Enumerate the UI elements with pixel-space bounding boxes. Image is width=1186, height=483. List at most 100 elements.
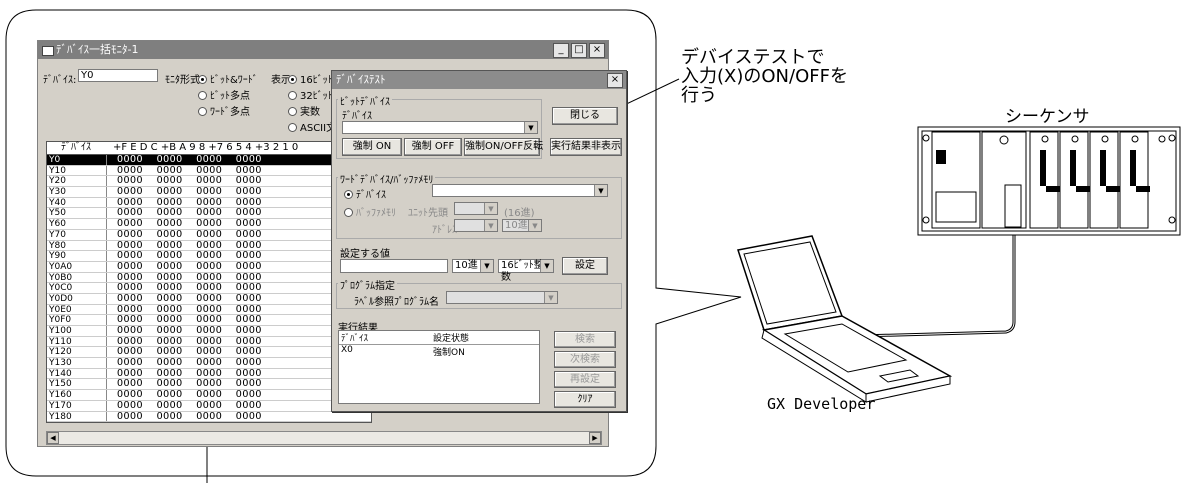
row-bits: OOOO OOOO OOOO OOOO: [117, 314, 262, 326]
clear-button[interactable]: ｸﾘｱ: [554, 391, 616, 408]
chevron-down-icon[interactable]: ▼: [528, 220, 541, 231]
format-radio-bit-multi[interactable]: ﾋﾞｯﾄ多点: [198, 87, 250, 102]
display-radio-16bit[interactable]: 16ﾋﾞｯﾄ整: [288, 71, 343, 86]
scroll-right-icon[interactable]: ▶: [589, 432, 601, 444]
force-toggle-button[interactable]: 強制ON/OFF反転: [464, 138, 543, 156]
row-device: Y60: [47, 219, 107, 229]
bit-device-group: [336, 99, 542, 159]
table-row[interactable]: Y60 OOOO OOOO OOOO OOOO: [47, 218, 371, 230]
row-device: Y30: [47, 187, 107, 197]
device-test-dialog: ﾃﾞﾊﾞｲｽﾃｽﾄ × ﾋﾞｯﾄﾃﾞﾊﾞｲｽ ﾃﾞﾊﾞｲｽ ▼ 閉じる 強制 O…: [331, 70, 627, 412]
radix-combo[interactable]: 10進 ▼: [452, 259, 494, 273]
device-input-value: Y0: [81, 70, 94, 81]
word-device-combo[interactable]: ▼: [432, 184, 608, 197]
row-device: Y130: [47, 358, 107, 368]
hide-results-button[interactable]: 実行結果非表示: [550, 138, 622, 156]
program-name-combo[interactable]: ▼: [446, 291, 558, 304]
chevron-down-icon[interactable]: ▼: [540, 260, 553, 272]
grid-header: ﾃﾞﾊﾞｲｽ +F E D C +B A 9 8 +7 6 5 4 +3 2 1…: [47, 142, 371, 155]
row-device: Y140: [47, 368, 107, 379]
minimize-button[interactable]: _: [553, 43, 569, 58]
reset-button[interactable]: 再設定: [554, 371, 616, 388]
set-value-input[interactable]: [340, 259, 448, 273]
result-list[interactable]: ﾃﾞﾊﾞｲｽ 設定状態 X0 強制ON: [338, 330, 540, 404]
address-radix-combo[interactable]: 10進 ▼: [502, 219, 542, 232]
dialog-close-icon[interactable]: ×: [607, 73, 623, 88]
row-bits: OOOO OOOO OOOO OOOO: [117, 271, 262, 283]
format-radio-word-multi[interactable]: ﾜｰﾄﾞ多点: [198, 103, 250, 118]
bit-device-combo[interactable]: ▼: [342, 121, 538, 134]
row-bits: OOOO OOOO OOOO OOOO: [117, 367, 262, 379]
find-next-button[interactable]: 次検索: [554, 351, 616, 368]
result-row[interactable]: X0 強制ON: [339, 345, 539, 358]
display-radio-real[interactable]: 実数: [288, 103, 320, 118]
chevron-down-icon[interactable]: ▼: [544, 292, 557, 303]
format-radio-bit-word[interactable]: ﾋﾞｯﾄ&ﾜｰﾄﾞ: [198, 71, 258, 86]
table-row[interactable]: Y180 OOOO OOOO OOOO OOOO: [47, 410, 371, 423]
table-row[interactable]: Y140 OOOO OOOO OOOO OOOO: [47, 367, 371, 380]
annotation-line-2: 入力(X)のON/OFFを: [681, 66, 848, 87]
plc-rack: [917, 126, 1181, 236]
row-bits: OOOO OOOO OOOO OOOO: [117, 357, 262, 369]
chevron-down-icon[interactable]: ▼: [594, 185, 607, 196]
row-bits: OOOO OOOO OOOO OOOO: [117, 410, 262, 422]
row-bits: OOOO OOOO OOOO OOOO: [117, 335, 262, 347]
device-input[interactable]: Y0: [78, 69, 158, 82]
word-radio-device[interactable]: ﾃﾞﾊﾞｲｽ: [344, 186, 386, 201]
find-button[interactable]: 検索: [554, 331, 616, 348]
chevron-down-icon[interactable]: ▼: [484, 203, 497, 214]
row-bits: OOOO OOOO OOOO OOOO: [117, 218, 262, 230]
table-row[interactable]: Y130 OOOO OOOO OOOO OOOO: [47, 357, 371, 369]
display-radio-ascii[interactable]: ASCII文字: [288, 119, 346, 134]
scroll-left-icon[interactable]: ◀: [47, 432, 59, 444]
address-label: ｱﾄﾞﾚｽ: [432, 225, 457, 236]
row-device: Y160: [47, 390, 107, 400]
display-radio-32bit[interactable]: 32ﾋﾞｯﾄ整: [288, 87, 343, 102]
row-bits: OOOO OOOO OOOO OOOO: [117, 303, 262, 315]
row-device: Y100: [47, 326, 107, 336]
int-type-combo[interactable]: 16ﾋﾞｯﾄ整数 ▼: [498, 259, 554, 283]
bit-device-label: ﾃﾞﾊﾞｲｽ: [342, 111, 372, 122]
close-button[interactable]: ×: [589, 43, 605, 58]
annotation-line-1: デバイステストで: [681, 47, 825, 68]
set-button[interactable]: 設定: [562, 257, 608, 275]
close-dialog-button[interactable]: 閉じる: [552, 107, 618, 125]
chevron-down-icon[interactable]: ▼: [480, 260, 493, 272]
maximize-button[interactable]: □: [571, 43, 587, 58]
horizontal-scrollbar[interactable]: ◀ ▶: [46, 431, 602, 445]
word-radio-buffer[interactable]: ﾊﾞｯﾌｧﾒﾓﾘ: [344, 204, 396, 219]
set-value-label: 設定する値: [340, 249, 390, 260]
row-device: Y180: [47, 411, 107, 422]
force-off-button[interactable]: 強制 OFF: [404, 138, 462, 156]
label-ref-label: ﾗﾍﾞﾙ参照ﾌﾟﾛｸﾞﾗﾑ名: [354, 297, 439, 308]
chevron-down-icon[interactable]: ▼: [524, 122, 537, 133]
force-on-button[interactable]: 強制 ON: [342, 138, 402, 156]
address-combo[interactable]: ▼: [454, 219, 498, 232]
row-bits: OOOO OOOO OOOO OOOO: [117, 250, 262, 262]
row-device: Y70: [47, 229, 107, 240]
chevron-down-icon[interactable]: ▼: [484, 220, 497, 231]
row-device: Y0: [47, 155, 107, 165]
unit-start-combo[interactable]: ▼: [454, 202, 498, 215]
